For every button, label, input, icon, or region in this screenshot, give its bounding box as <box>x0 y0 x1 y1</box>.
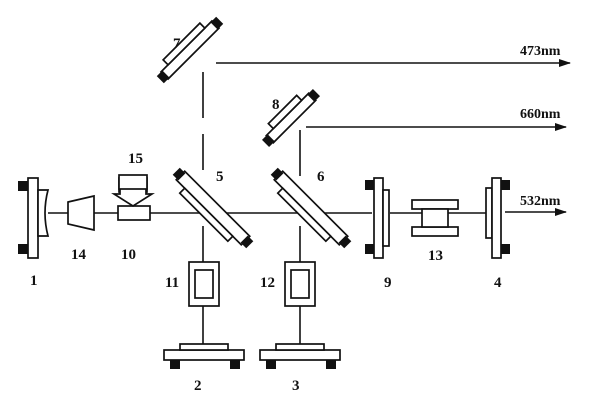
label-3: 3 <box>292 378 300 394</box>
adjust-screw-icon <box>338 235 352 249</box>
wavelength-label-532: 532nm <box>520 194 561 209</box>
adjust-screw-icon <box>172 167 186 181</box>
label-2: 2 <box>194 378 202 394</box>
mirror-8 <box>262 89 320 147</box>
label-1: 1 <box>30 273 38 289</box>
adjust-screw-icon <box>18 181 28 191</box>
adjust-screw-icon <box>210 16 224 30</box>
adjust-screw-icon <box>501 244 510 254</box>
mirror-4 <box>485 177 510 259</box>
component-14 <box>67 194 95 232</box>
crystal-13 <box>411 199 459 237</box>
adjust-screw-icon <box>18 244 28 254</box>
holder-11 <box>188 261 220 307</box>
mirror-7 <box>156 16 224 84</box>
label-15: 15 <box>128 151 143 167</box>
wavelength-label-473: 473nm <box>520 44 561 59</box>
adjust-screw-icon <box>156 70 170 84</box>
adjust-screw-icon <box>240 235 254 249</box>
adjust-screw-icon <box>501 180 510 190</box>
adjust-screw-icon <box>365 180 374 190</box>
label-7: 7 <box>173 36 181 52</box>
mirror-1 <box>18 177 50 259</box>
label-8: 8 <box>272 97 280 113</box>
adjust-screw-icon <box>170 360 180 369</box>
label-13: 13 <box>428 248 443 264</box>
adjust-screw-icon <box>230 360 240 369</box>
adjust-screw-icon <box>307 89 320 102</box>
adjust-screw-icon <box>365 244 374 254</box>
mirror-9 <box>365 177 390 259</box>
crystal-10 <box>117 205 151 221</box>
label-14: 14 <box>71 247 87 263</box>
holder-12 <box>284 261 316 307</box>
label-9: 9 <box>384 275 392 291</box>
wavelength-label-660: 660nm <box>520 107 561 122</box>
mirror-2 <box>163 343 245 369</box>
pump-source-15 <box>111 174 155 208</box>
adjust-screw-icon <box>326 360 336 369</box>
adjust-screw-icon <box>270 167 284 181</box>
label-5: 5 <box>216 169 224 185</box>
label-6: 6 <box>317 169 325 185</box>
mirror-3 <box>259 343 341 369</box>
label-10: 10 <box>121 247 136 263</box>
mirror-5 <box>172 167 254 249</box>
adjust-screw-icon <box>262 134 275 147</box>
label-4: 4 <box>494 275 502 291</box>
adjust-screw-icon <box>266 360 276 369</box>
mirror-6 <box>270 167 352 249</box>
label-11: 11 <box>165 275 179 291</box>
label-12: 12 <box>260 275 275 291</box>
